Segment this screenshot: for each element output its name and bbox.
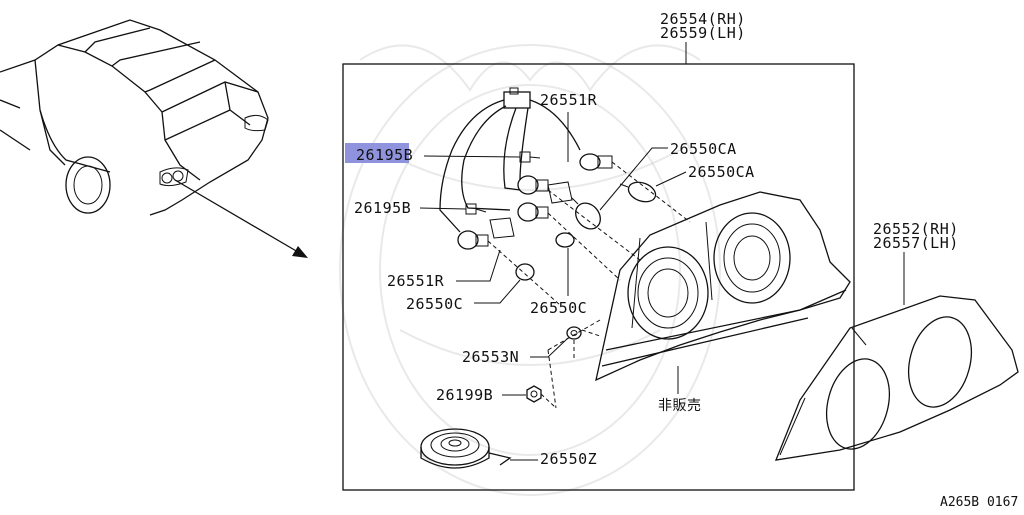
bulb-socket-middle — [517, 202, 549, 222]
part-label-26550c-b[interactable]: 26550C — [530, 299, 587, 317]
assembly-title-rh[interactable]: 26554(RH) — [660, 10, 746, 28]
rear-lens — [774, 295, 1019, 461]
part-label-26199b[interactable]: 26199B — [436, 386, 493, 404]
clip-plate — [489, 181, 573, 239]
sealing-compound-roll — [420, 428, 512, 469]
part-label-26550ca-b[interactable]: 26550CA — [688, 163, 755, 181]
part-label-26551r-top[interactable]: 26551R — [540, 91, 598, 109]
part-label-26195b-mid[interactable]: 26195B — [354, 199, 411, 217]
bulb-socket-lower — [457, 230, 489, 250]
nut-26199b — [526, 385, 542, 403]
combination-lamp-housing — [595, 191, 851, 382]
part-label-26550c-a[interactable]: 26550C — [406, 295, 463, 313]
assembly-title-lh[interactable]: 26559(LH) — [660, 24, 746, 42]
bulb-26550ca-upper — [571, 197, 601, 230]
screw-upper — [519, 151, 541, 163]
wiring-harness — [439, 87, 581, 233]
washer-26553n — [566, 326, 582, 340]
not-for-sale-label: 非販売 — [658, 398, 702, 414]
assembly-frame — [342, 63, 855, 491]
bulb-26550c-left — [515, 263, 535, 281]
part-label-26551r-low[interactable]: 26551R — [387, 272, 445, 290]
part-label-26553n[interactable]: 26553N — [462, 348, 519, 366]
location-arrow — [174, 179, 308, 258]
bulb-26550ca-right — [619, 181, 657, 203]
assembly-lines — [487, 161, 691, 409]
part-label-26550z[interactable]: 26550Z — [540, 450, 597, 468]
bulb-26550c-center — [555, 232, 575, 248]
diagram-reference-code: A265B 0167 — [940, 495, 1018, 510]
selected-part-highlight — [345, 143, 409, 163]
lens-title-rh[interactable]: 26552(RH) — [873, 220, 959, 238]
lens-title-lh[interactable]: 26557(LH) — [873, 234, 959, 252]
bulb-socket-upper — [579, 153, 613, 171]
bulb-socket-center — [517, 175, 549, 195]
car-rear-view-illustration — [0, 19, 269, 216]
part-label-26550ca-a[interactable]: 26550CA — [670, 140, 737, 158]
part-label-26195b-top[interactable]: 26195B — [356, 146, 413, 164]
